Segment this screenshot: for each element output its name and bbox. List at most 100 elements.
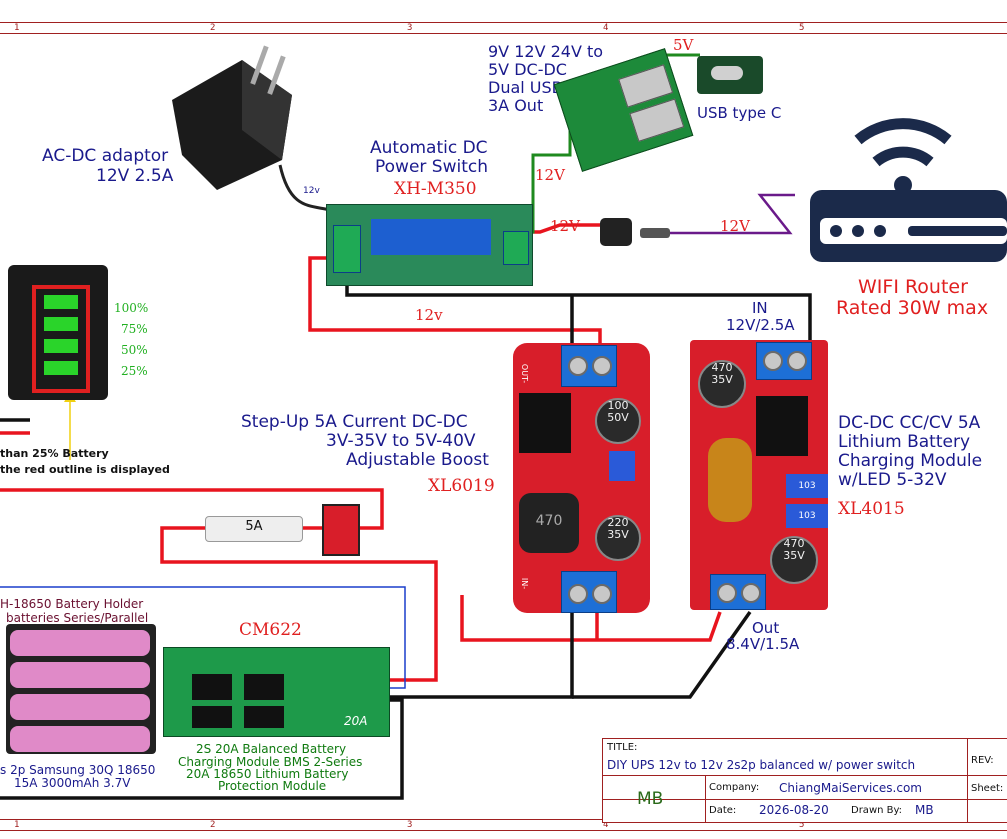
wire-red-12v-bus — [308, 256, 602, 352]
battery-holder-title-2: batteries Series/Parallel — [6, 611, 149, 625]
wire-label-usb-in: 12V — [535, 166, 565, 184]
battery-indicator — [8, 265, 108, 400]
xh-m350-in-terminal — [333, 225, 361, 273]
barrel-jack-icon — [600, 218, 632, 246]
wire-red-switch — [0, 488, 384, 530]
frame-col-5: 5 — [799, 23, 805, 33]
xl6019-inductor-icon: 470 — [519, 493, 579, 553]
router-subtitle: Rated 30W max — [836, 297, 989, 319]
battery-level-100: 100% — [114, 301, 149, 315]
xl4015-pot-2: 103 — [786, 504, 828, 528]
sheet-label: Sheet: — [971, 783, 1004, 794]
usb-converter-label-1: 9V 12V 24V to — [488, 42, 604, 61]
bms-desc-4: Protection Module — [218, 779, 327, 793]
screw-icon — [568, 356, 588, 376]
usb-c-label: USB type C — [697, 104, 782, 122]
screw-icon — [568, 584, 588, 604]
usb-converter-label-2: 5V DC-DC — [488, 60, 567, 79]
xl6019-pin-in: IN- — [520, 577, 530, 590]
battery-holder-title-1: H-18650 Battery Holder — [0, 597, 144, 611]
xl4015-out-label: Out — [752, 619, 780, 637]
xl4015-out-terminal — [710, 574, 766, 610]
xh-m350-out-terminal — [503, 231, 529, 265]
adaptor-label-1: AC-DC adaptor — [42, 146, 169, 166]
wire-label-barrel-right: 12V — [720, 217, 750, 235]
bms-part: CM622 — [239, 620, 302, 640]
battery-level-bar — [44, 361, 78, 375]
xl4015-in-label: IN — [752, 299, 768, 317]
indicator-note-2: the red outline is displayed — [0, 463, 170, 476]
mosfet-icon — [192, 674, 232, 700]
wire-label-barrel-left: 12V — [550, 217, 580, 235]
frame-col-3-bottom: 3 — [407, 820, 413, 830]
xl4015-regulator-icon — [756, 396, 808, 456]
battery-level-25: 25% — [121, 364, 148, 378]
wire-label-red-bus: 12v — [415, 306, 443, 324]
battery-cell — [10, 630, 150, 656]
frame-col-1: 1 — [14, 23, 20, 33]
company-name: ChiangMaiServices.com — [779, 781, 922, 795]
wire-red-out — [460, 595, 722, 642]
battery-level-bar — [44, 295, 78, 309]
router-icon — [810, 118, 1007, 262]
xl6019-in-terminal — [561, 571, 617, 613]
xl6019-pin-out: OUT- — [520, 363, 530, 384]
xl6019-label-1: Step-Up 5A Current DC-DC — [241, 412, 468, 432]
usb-converter-label-4: 3A Out — [488, 96, 544, 115]
relay-icon — [371, 219, 491, 255]
xl4015-in-rating: 12V/2.5A — [726, 316, 795, 334]
frame-col-4: 4 — [603, 23, 609, 33]
frame-top-ruler — [0, 22, 1007, 34]
title-block: TITLE: DIY UPS 12v to 12v 2s2p balanced … — [602, 738, 1007, 823]
battery-holder-spec-1: s 2p Samsung 30Q 18650 — [0, 763, 156, 777]
bms-desc-2: Charging Module BMS 2-Series — [178, 755, 363, 769]
xl6019-regulator-icon — [519, 393, 571, 453]
wire-purple-router — [655, 193, 795, 235]
xl6019-label-3: Adjustable Boost — [346, 450, 489, 470]
fuse-icon: 5A — [205, 516, 303, 542]
fuse-label: 5A — [245, 519, 263, 534]
date-label: Date: — [709, 805, 737, 816]
battery-indicator-outline — [32, 285, 90, 393]
screw-icon — [741, 583, 761, 603]
xl6019-pot-icon — [609, 451, 635, 481]
screw-icon — [717, 583, 737, 603]
frame-bottom-ruler — [0, 819, 1007, 831]
usb-c-board — [697, 56, 763, 94]
frame-col-4-bottom: 4 — [603, 820, 609, 830]
red-wires — [0, 223, 722, 682]
xl4015-inductor-icon — [708, 438, 752, 522]
initials: MB — [637, 789, 664, 809]
usb-port-icon — [629, 98, 685, 142]
drawn-by-value: MB — [915, 803, 934, 817]
bms-desc-3: 20A 18650 Lithium Battery — [186, 767, 349, 781]
adaptor-label-2: 12V 2.5A — [96, 166, 174, 186]
xl4015-out-rating: 8.4V/1.5A — [726, 635, 800, 653]
usb-c-wire-label: 5V — [673, 36, 694, 54]
frame-col-3: 3 — [407, 23, 413, 33]
battery-level-bar — [44, 317, 78, 331]
screw-icon — [787, 351, 807, 371]
rev-label: REV: — [971, 755, 994, 766]
xh-m350-label-1: Automatic DC — [370, 138, 488, 158]
rocker-switch[interactable] — [322, 504, 360, 556]
xl6019-inductor-label: 470 — [535, 513, 563, 529]
indicator-note-1: than 25% Battery — [0, 447, 109, 460]
mosfet-icon — [244, 674, 284, 700]
xh-m350-part: XH-M350 — [394, 179, 477, 199]
frame-col-5-bottom: 5 — [799, 820, 805, 830]
barrel-plug-icon — [640, 228, 670, 238]
mosfet-icon — [244, 706, 284, 728]
router-title: WIFI Router — [858, 276, 968, 298]
xl4015-label-1: DC-DC CC/CV 5A — [838, 413, 981, 433]
xl4015-label-2: Lithium Battery — [838, 432, 971, 452]
xh-m350-label-2: Power Switch — [375, 157, 489, 177]
usb-c-port-icon — [711, 66, 743, 80]
company-label: Company: — [709, 782, 760, 793]
usb-converter-label-3: Dual USB — [488, 78, 563, 97]
screw-icon — [763, 351, 783, 371]
